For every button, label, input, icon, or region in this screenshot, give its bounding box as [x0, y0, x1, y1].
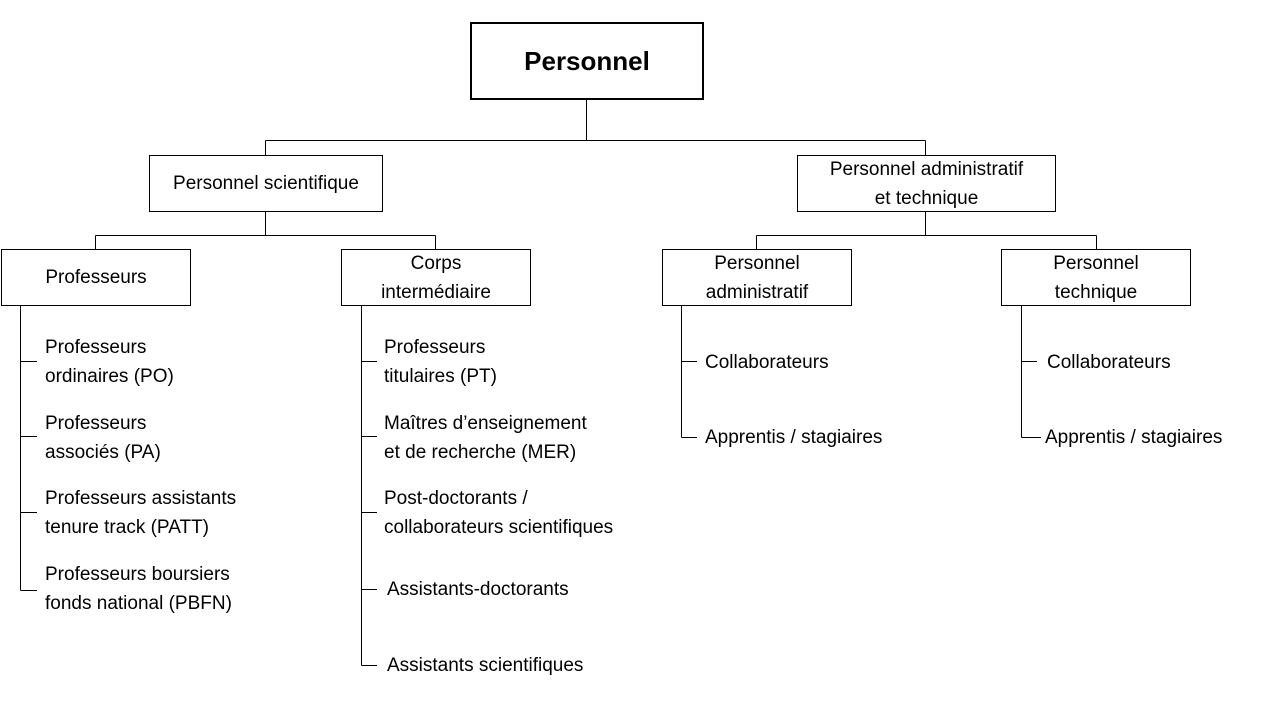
node-label: Professeurs [45, 267, 147, 288]
node-label-line: administratif [705, 281, 809, 303]
node-professeurs: Professeurs [1, 249, 191, 306]
node-personnel-technique: Personnel technique [1001, 249, 1191, 306]
leaf-line: Maîtres d’enseignement [384, 413, 587, 434]
node-label-line: Corps [410, 252, 462, 274]
leaf-assistants-doctorants: Assistants-doctorants [387, 575, 569, 604]
leaf-line: fonds national (PBFN) [45, 593, 232, 614]
node-label-line: technique [1054, 281, 1138, 303]
leaf-line: Professeurs [384, 337, 486, 358]
leaf-line: titulaires (PT) [384, 366, 497, 387]
node-label-line: intermédiaire [381, 281, 491, 303]
node-label: Personnel scientifique [173, 173, 359, 194]
node-label-line: Personnel [1053, 252, 1139, 274]
node-personnel-scientifique: Personnel scientifique [149, 155, 383, 212]
node-personnel-administratif: Personnel administratif [662, 249, 852, 306]
leaf-mer: Maîtres d’enseignement et de recherche (M… [384, 409, 587, 467]
node-label-line: Personnel administratif [829, 158, 1024, 180]
leaf-line: tenure track (PATT) [45, 517, 209, 538]
node-personnel-admin-tech: Personnel administratif et technique [797, 155, 1056, 212]
leaf-line: collaborateurs scientifiques [384, 517, 614, 538]
node-label-line: Personnel [714, 252, 800, 274]
leaf-line: Post-doctorants / [384, 488, 528, 509]
root-label: Personnel [524, 45, 650, 76]
leaf-admin-apprentis: Apprentis / stagiaires [705, 427, 883, 448]
leaf-assistants-scientifiques: Assistants scientifiques [387, 651, 583, 680]
leaf-pt: Professeurs titulaires (PT) [384, 333, 497, 391]
leaf-pbfn: Professeurs boursiers fonds national (PBF… [45, 560, 232, 618]
leaf-line: Professeurs boursiers [45, 564, 230, 585]
leaf-admin-collaborateurs: Collaborateurs [705, 352, 829, 373]
node-corps-intermediaire: Corps intermédiaire [341, 249, 531, 306]
leaf-line: Professeurs assistants [45, 488, 237, 509]
leaf-patt: Professeurs assistants tenure track (PATT… [45, 484, 236, 542]
leaf-line: Professeurs [45, 413, 147, 434]
leaf-line: et de recherche (MER) [384, 442, 577, 463]
root-node: Personnel [470, 22, 704, 100]
leaf-po: Professeurs ordinaires (PO) [45, 333, 174, 391]
leaf-line: Assistants scientifiques [387, 655, 584, 676]
leaf-line: Assistants-doctorants [387, 579, 569, 600]
node-label-line: et technique [874, 187, 979, 209]
leaf-tech-collaborateurs: Collaborateurs [1047, 352, 1171, 373]
leaf-tech-apprentis: Apprentis / stagiaires [1045, 427, 1223, 448]
leaf-line: Professeurs [45, 337, 147, 358]
leaf-line: associés (PA) [45, 442, 161, 463]
leaf-line: ordinaires (PO) [45, 366, 174, 387]
leaf-postdoc: Post-doctorants / collaborateurs scientif… [384, 484, 613, 542]
leaf-pa: Professeurs associés (PA) [45, 409, 161, 467]
